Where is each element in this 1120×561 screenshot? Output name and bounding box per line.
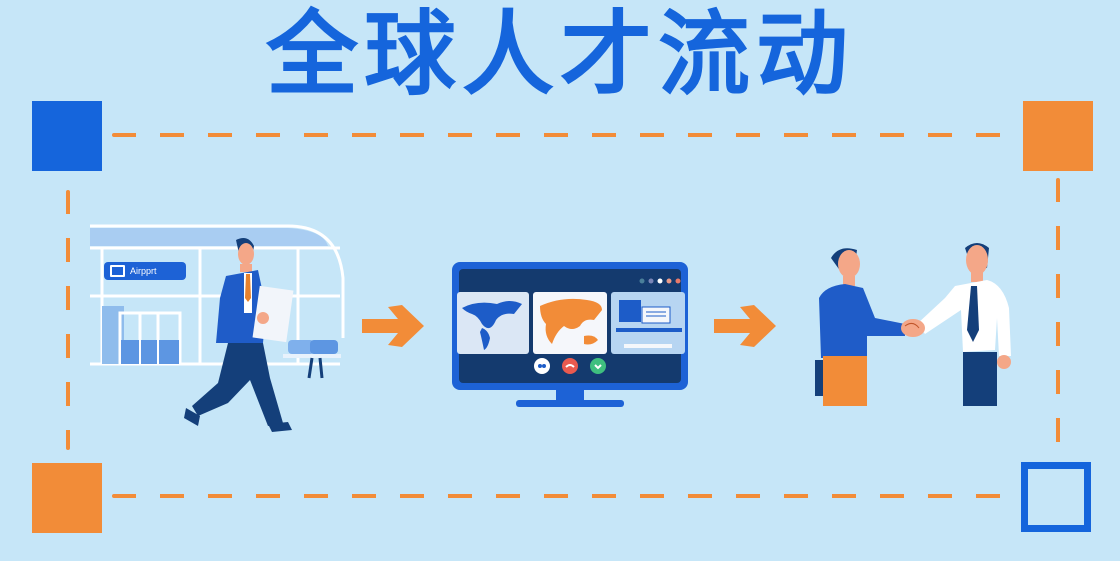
monitor-icon [110,265,125,277]
end-call-button[interactable] [562,358,578,374]
corner-square-bottom-left [32,463,102,533]
frame-dash-right [1056,178,1060,448]
corner-square-top-right [1023,101,1093,171]
video-call-monitor [452,262,688,410]
airport-sign-label: Airpprt [130,266,157,276]
page-title: 全球人才流动 [265,1,854,108]
arrow-right-icon [360,303,430,353]
airport-illustration [90,224,345,432]
airport-scene: Airpprt [88,218,358,438]
mute-button[interactable] [534,358,550,374]
corner-square-bottom-right [1021,462,1091,532]
frame-dash-bottom [112,494,1012,498]
arrow-right-icon [712,303,782,353]
favorite-button[interactable] [590,358,606,374]
frame-dash-left [66,190,70,450]
handshake-scene [805,238,1025,410]
corner-square-top-left [32,101,102,171]
frame-dash-top [112,133,1012,137]
airport-sign: Airpprt [104,262,186,280]
